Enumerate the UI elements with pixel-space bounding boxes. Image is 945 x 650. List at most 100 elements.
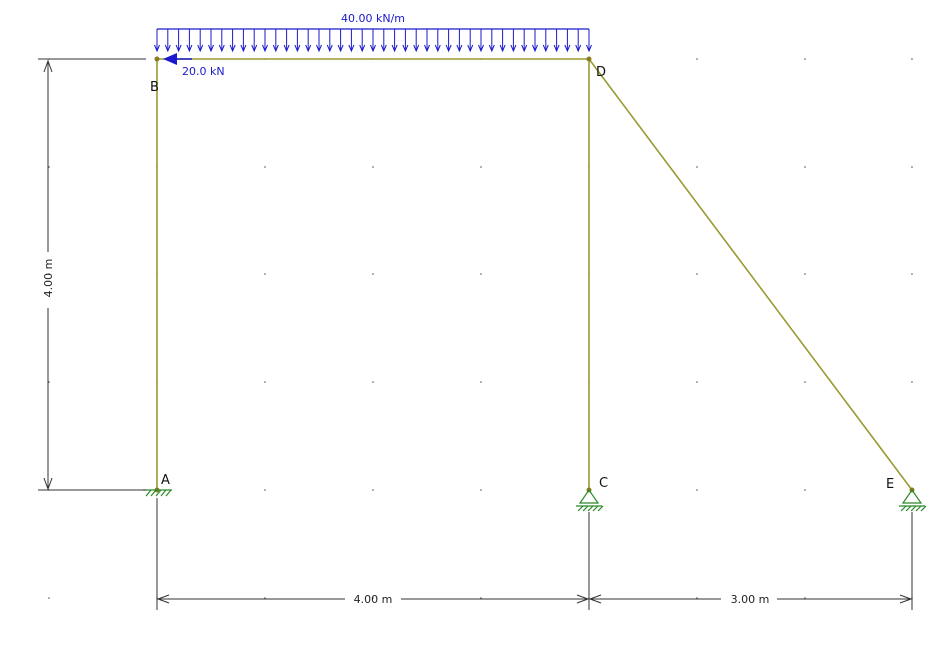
distributed-load: 40.00 kN/m — [154, 12, 592, 53]
distributed-load-arrow-icon — [488, 29, 495, 53]
distributed-load-arrow-icon — [586, 29, 592, 53]
grid-dot — [480, 381, 482, 383]
distributed-load-arrow-icon — [272, 29, 279, 53]
span-ce-arrow-right-icon — [899, 594, 913, 604]
span-dimensions — [156, 498, 913, 610]
distributed-load-arrow-icon — [154, 29, 160, 53]
distributed-load-arrow-icon — [359, 29, 366, 53]
distributed-load-arrow-icon — [424, 29, 430, 53]
height-dimension — [38, 58, 146, 491]
grid-dot — [911, 273, 913, 275]
grid-dot — [264, 489, 266, 491]
grid-dot — [804, 273, 806, 275]
distributed-load-arrow-icon — [467, 29, 474, 53]
distributed-load-arrow-icon — [434, 29, 441, 53]
grid-dot — [696, 489, 698, 491]
node-label-e: E — [886, 477, 894, 492]
distributed-load-arrow-icon — [294, 29, 301, 53]
distributed-load-arrow-icon — [337, 29, 344, 53]
distributed-load-arrow-icon — [575, 29, 582, 53]
distributed-load-arrow-icon — [175, 29, 182, 53]
pin-support-e-icon — [901, 488, 923, 504]
grid-dot — [48, 381, 50, 383]
distributed-load-arrow-icon — [478, 29, 484, 53]
grid-dot — [480, 166, 482, 168]
distributed-load-arrow-icon — [370, 29, 376, 53]
span-ce-label: 3.00 m — [731, 593, 770, 606]
distributed-load-arrow-icon — [542, 29, 549, 53]
grid-dot — [911, 166, 913, 168]
distributed-load-arrow-icon — [251, 29, 258, 53]
grid-dot — [264, 273, 266, 275]
distributed-load-arrow-icon — [380, 29, 387, 53]
distributed-load-arrow-icon — [564, 29, 571, 53]
distributed-load-arrows — [154, 29, 592, 53]
grid-dot — [696, 166, 698, 168]
joint-d — [586, 56, 592, 62]
grid-dot — [480, 597, 482, 599]
distributed-load-arrow-icon — [283, 29, 290, 53]
distributed-load-arrow-icon — [164, 29, 171, 53]
grid-dot — [696, 597, 698, 599]
node-label-d: D — [596, 65, 606, 80]
distributed-load-arrow-icon — [186, 29, 193, 53]
height-dim-arrow-bottom-icon — [43, 477, 53, 491]
grid-dot — [264, 166, 266, 168]
grid-dot — [48, 273, 50, 275]
grid-dot — [48, 597, 50, 599]
distributed-load-arrow-icon — [197, 29, 204, 53]
distributed-load-arrow-icon — [326, 29, 333, 53]
support-e — [899, 488, 927, 512]
grid-dot — [696, 58, 698, 60]
members — [156, 58, 913, 491]
grid-dot — [372, 166, 374, 168]
distributed-load-arrow-icon — [262, 29, 268, 53]
span-bc-arrow-left-icon — [156, 594, 170, 604]
grid-dot — [696, 273, 698, 275]
grid-dot — [480, 489, 482, 491]
distributed-load-arrow-icon — [305, 29, 312, 53]
distributed-load-arrow-icon — [402, 29, 409, 53]
distributed-load-arrow-icon — [316, 29, 322, 53]
distributed-load-arrow-icon — [532, 29, 538, 53]
grid-dot — [804, 489, 806, 491]
span-ce-arrow-left-icon — [588, 594, 602, 604]
grid-dot — [696, 381, 698, 383]
grid-dot — [804, 381, 806, 383]
point-load-arrowhead-icon — [163, 53, 177, 65]
height-dim-arrow-top-icon — [43, 59, 53, 73]
distributed-load-arrow-icon — [218, 29, 225, 53]
joints — [154, 56, 915, 493]
grid-dots — [48, 58, 913, 599]
pin-support-c-icon — [578, 488, 600, 504]
joint-b — [154, 56, 160, 62]
distributed-load-arrow-icon — [413, 29, 420, 53]
distributed-load-arrow-icon — [510, 29, 517, 53]
support-a — [143, 489, 172, 497]
grid-dot — [372, 273, 374, 275]
member-de — [588, 58, 913, 491]
distributed-load-arrow-icon — [240, 29, 247, 53]
distributed-load-arrow-icon — [208, 29, 214, 53]
distributed-load-arrow-icon — [229, 29, 236, 53]
grid-dot — [804, 597, 806, 599]
span-bc-label: 4.00 m — [354, 593, 393, 606]
grid-dot — [372, 597, 374, 599]
height-dimension-label: 4.00 m — [42, 259, 55, 298]
distributed-load-label: 40.00 kN/m — [341, 12, 405, 25]
distributed-load-arrow-icon — [456, 29, 463, 53]
grid-dot — [372, 381, 374, 383]
support-c — [576, 488, 604, 512]
grid-dot — [480, 273, 482, 275]
node-label-a: A — [161, 473, 170, 488]
grid-dot — [911, 58, 913, 60]
grid-dot — [804, 58, 806, 60]
distributed-load-arrow-icon — [445, 29, 452, 53]
grid-dot — [264, 597, 266, 599]
node-label-c: C — [599, 476, 608, 491]
node-label-b: B — [150, 80, 159, 95]
point-load: 20.0 kN — [163, 53, 225, 78]
distributed-load-arrow-icon — [348, 29, 355, 53]
grid-dot — [372, 489, 374, 491]
